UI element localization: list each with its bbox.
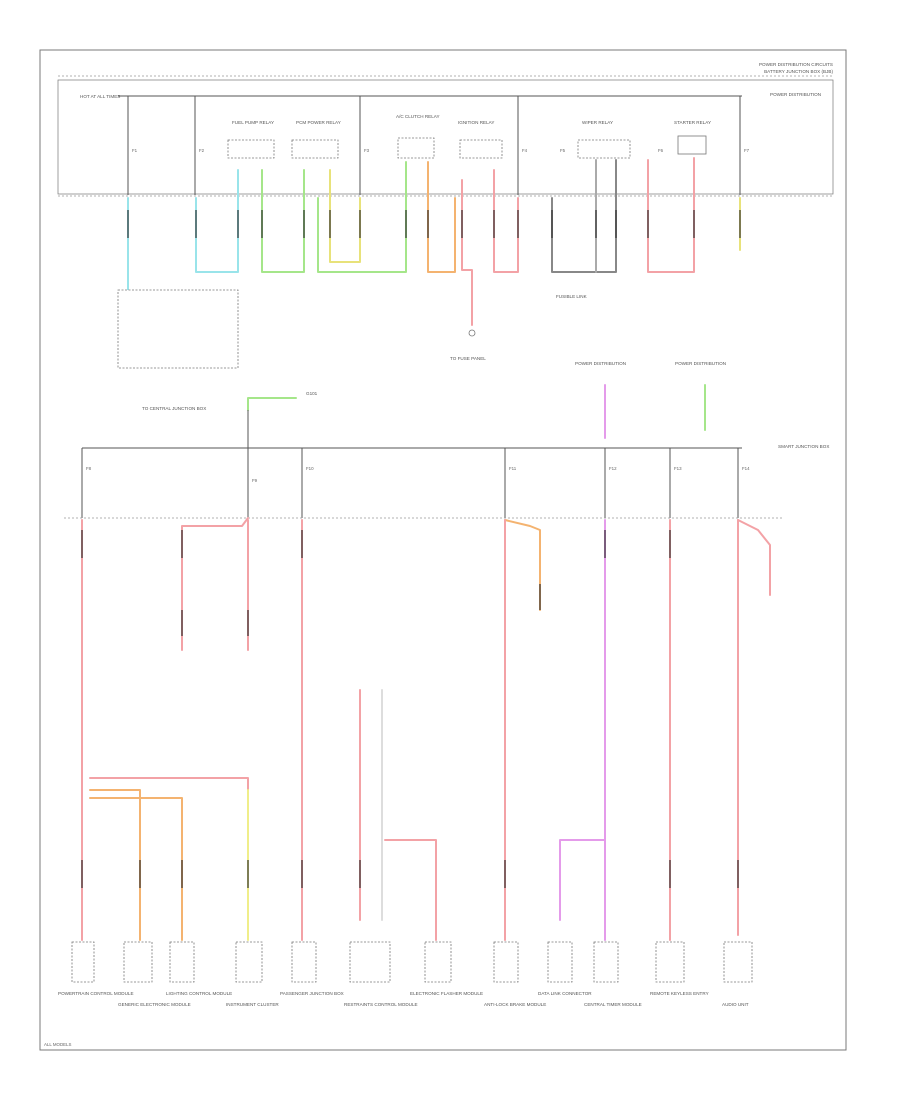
fuse-bottom-3: F10	[306, 466, 314, 471]
middle-fuse-drops	[81, 410, 739, 518]
footer-code: ALL MODELS	[44, 1042, 71, 1047]
relay-label-3: A/C CLUTCH RELAY	[396, 114, 440, 119]
right-far-label: SMART JUNCTION BOX	[778, 444, 829, 449]
diagram-frame	[39, 49, 847, 1051]
ground-lead-wire	[247, 397, 297, 411]
mid-row-label: G101	[306, 391, 318, 396]
module-label-6: RESTRAINTS CONTROL MODULE	[344, 1002, 418, 1007]
center-label: TO FUSE PANEL	[450, 356, 486, 361]
module-label-2: GENERIC ELECTRONIC MODULE	[118, 1002, 191, 1007]
top-fuse-drops	[127, 96, 741, 195]
lower-wire-codes	[81, 530, 739, 888]
lower-wires	[81, 517, 771, 941]
middle-right-label: POWER DISTRIBUTION	[575, 361, 626, 366]
relay-boxes	[227, 135, 707, 159]
fuse-bottom-1: F8	[86, 466, 92, 471]
central-junction-box-ref	[117, 289, 239, 369]
fuse-bottom-4: F11	[509, 466, 517, 471]
relay-label-6: STARTER RELAY	[674, 120, 711, 125]
fuse-top-2: F2	[199, 148, 205, 153]
module-label-1: POWERTRAIN CONTROL MODULE	[58, 991, 134, 996]
fuse-bottom-5: F12	[609, 466, 617, 471]
left-box-label: TO CENTRAL JUNCTION BOX	[142, 406, 206, 411]
module-boxes	[71, 941, 753, 983]
module-label-11: REMOTE KEYLESS ENTRY	[650, 991, 709, 996]
fuse-bottom-7: F14	[742, 466, 750, 471]
fuse-top-1: F1	[132, 148, 138, 153]
relay-label-5: WIPER RELAY	[582, 120, 613, 125]
module-label-7: ELECTRONIC FLASHER MODULE	[410, 991, 483, 996]
module-label-12: AUDIO UNIT	[722, 1002, 749, 1007]
module-label-5: PASSENGER JUNCTION BOX	[280, 991, 344, 996]
right2-label: POWER DISTRIBUTION	[675, 361, 726, 366]
fuse-top-3: F3	[364, 148, 370, 153]
top-wire-codes	[127, 210, 741, 238]
fuse-top-7: F7	[744, 148, 750, 153]
module-label-9: DATA LINK CONNECTOR	[538, 991, 592, 996]
fuse-top-5: F5	[560, 148, 566, 153]
fuse-top-4: F4	[522, 148, 528, 153]
header-line-2: BATTERY JUNCTION BOX (BJB)	[764, 69, 833, 74]
right-label: FUSIBLE LINK	[556, 294, 588, 299]
relay-label-2: PCM POWER RELAY	[296, 120, 341, 125]
module-label-10: CENTRAL TIMER MODULE	[584, 1002, 642, 1007]
fuse-bottom-6: F13	[674, 466, 682, 471]
module-label-4: INSTRUMENT CLUSTER	[226, 1002, 279, 1007]
top-right-label: POWER DISTRIBUTION	[770, 92, 821, 97]
fuse-top-6: F6	[658, 148, 664, 153]
module-label-8: ANTI-LOCK BRAKE MODULE	[484, 1002, 546, 1007]
fuse-bottom-2: F9	[252, 478, 258, 483]
center-connector	[468, 329, 476, 337]
header-line-1: POWER DISTRIBUTION CIRCUITS	[759, 62, 833, 67]
relay-label-4: IGNITION RELAY	[458, 120, 494, 125]
top-left-label: HOT AT ALL TIMES	[80, 94, 120, 99]
module-label-3: LIGHTING CONTROL MODULE	[166, 991, 232, 996]
battery-junction-box	[57, 79, 834, 195]
relay-label-1: FUEL PUMP RELAY	[232, 120, 274, 125]
